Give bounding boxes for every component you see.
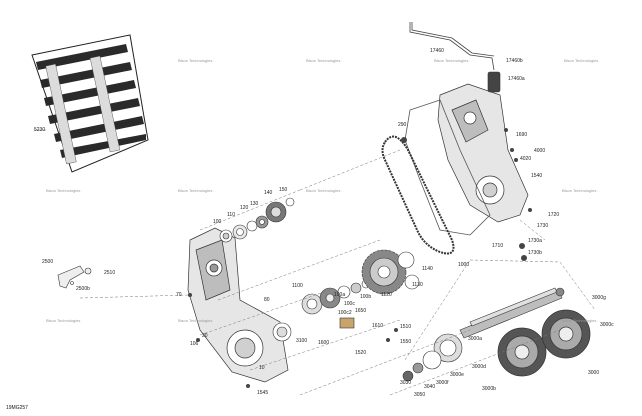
part-label: 2500b (76, 286, 90, 292)
part-label: 130 (250, 201, 259, 207)
watermark: Bison Technologies (434, 58, 469, 63)
part-label: 3050 (414, 392, 426, 398)
chaincase-housing-left (187, 227, 289, 383)
watermark: Bison Technologies (562, 188, 597, 193)
middle-shaft-parts (272, 279, 371, 342)
part-label: 10 (259, 365, 265, 371)
part-label: 4000 (534, 148, 546, 154)
part-label: 1540 (531, 173, 543, 179)
part-label: 106 (190, 341, 199, 347)
part-label: 3000b (482, 386, 496, 392)
drive-sprocket-b (541, 309, 591, 359)
part-label: 150 (279, 187, 288, 193)
part-label: 1730 (537, 223, 549, 229)
part-label: 3000f (436, 380, 449, 386)
part-label: 1000 (458, 262, 470, 268)
part-label: 1545 (257, 390, 269, 396)
chaincase-housing-right (437, 83, 529, 223)
watermark: Bison Technologies (306, 58, 341, 63)
part-label: 1120 (381, 292, 392, 298)
part-label: 1730a (528, 238, 542, 244)
part-label: 110 (227, 212, 235, 218)
part-label: 1510 (400, 324, 412, 330)
part-label: 100c2 (338, 310, 352, 316)
part-label: 1140 (422, 266, 433, 272)
drive-sprocket-a (497, 327, 547, 377)
part-label: 3040 (424, 384, 436, 390)
caliper (487, 71, 501, 93)
part-label: 1690 (516, 132, 528, 138)
part-label: 1730b (528, 250, 542, 256)
part-label: 100a (334, 292, 346, 298)
part-label: 1130 (412, 282, 423, 288)
watermark: Bison Technologies (564, 58, 599, 63)
drive-shaft (459, 287, 565, 339)
part-label: 3000e (450, 372, 464, 378)
part-label: 1550 (400, 339, 412, 345)
part-label: 3000 (588, 370, 600, 376)
watermark: Bison Technologies (306, 188, 341, 193)
part-label: 140 (264, 190, 273, 196)
track-illustration (31, 34, 149, 173)
part-label: 100 (213, 219, 222, 225)
part-label: 17460b (506, 58, 523, 64)
part-label: 1100 (292, 283, 303, 289)
part-label: 80 (264, 297, 270, 303)
part-label: 1720 (548, 212, 560, 218)
part-label: 1610 (372, 323, 384, 329)
part-label: 290 (398, 122, 407, 128)
part-label: 3000g (592, 295, 606, 301)
part-label: 3100 (296, 338, 308, 344)
part-label: 1520 (355, 350, 367, 356)
part-label: 3000c (600, 322, 614, 328)
watermark: Bison Technologies (178, 318, 213, 323)
watermark: Bison Technologies (46, 318, 81, 323)
bracket-assembly (57, 265, 92, 289)
part-label: 3000d (472, 364, 486, 370)
part-label: 3030 (400, 380, 412, 386)
upper-shaft-parts (219, 197, 295, 243)
part-label: 5230 (34, 127, 46, 133)
watermark: Bison Technologies (178, 188, 213, 193)
shaft-end-parts (402, 333, 463, 382)
part-label: 3000a (468, 336, 482, 342)
watermark: Bison Technologies (46, 188, 81, 193)
part-label: 20 (202, 333, 208, 339)
part-label: 70 (176, 292, 182, 298)
part-label: 2500 (42, 259, 54, 265)
large-sprocket (361, 249, 420, 295)
part-label: 4020 (520, 156, 532, 162)
part-label: 1600 (318, 340, 330, 346)
diagram-code: 19MG257 (6, 405, 28, 411)
watermark: Bison Technologies (562, 318, 597, 323)
part-label: 17460 (430, 48, 444, 54)
watermark: Bison Technologies (178, 58, 213, 63)
part-label: 120 (240, 205, 249, 211)
part-label: 2510 (104, 270, 116, 276)
brake-hose (409, 22, 495, 71)
part-label: 17460a (508, 76, 525, 82)
part-label: 100b (360, 294, 372, 300)
part-label: 1650 (355, 308, 367, 314)
drive-chain (381, 135, 455, 255)
alignment-lines (79, 149, 596, 396)
part-label: 100c (344, 301, 355, 307)
fasteners (188, 128, 532, 388)
part-label: 1710 (492, 243, 504, 249)
